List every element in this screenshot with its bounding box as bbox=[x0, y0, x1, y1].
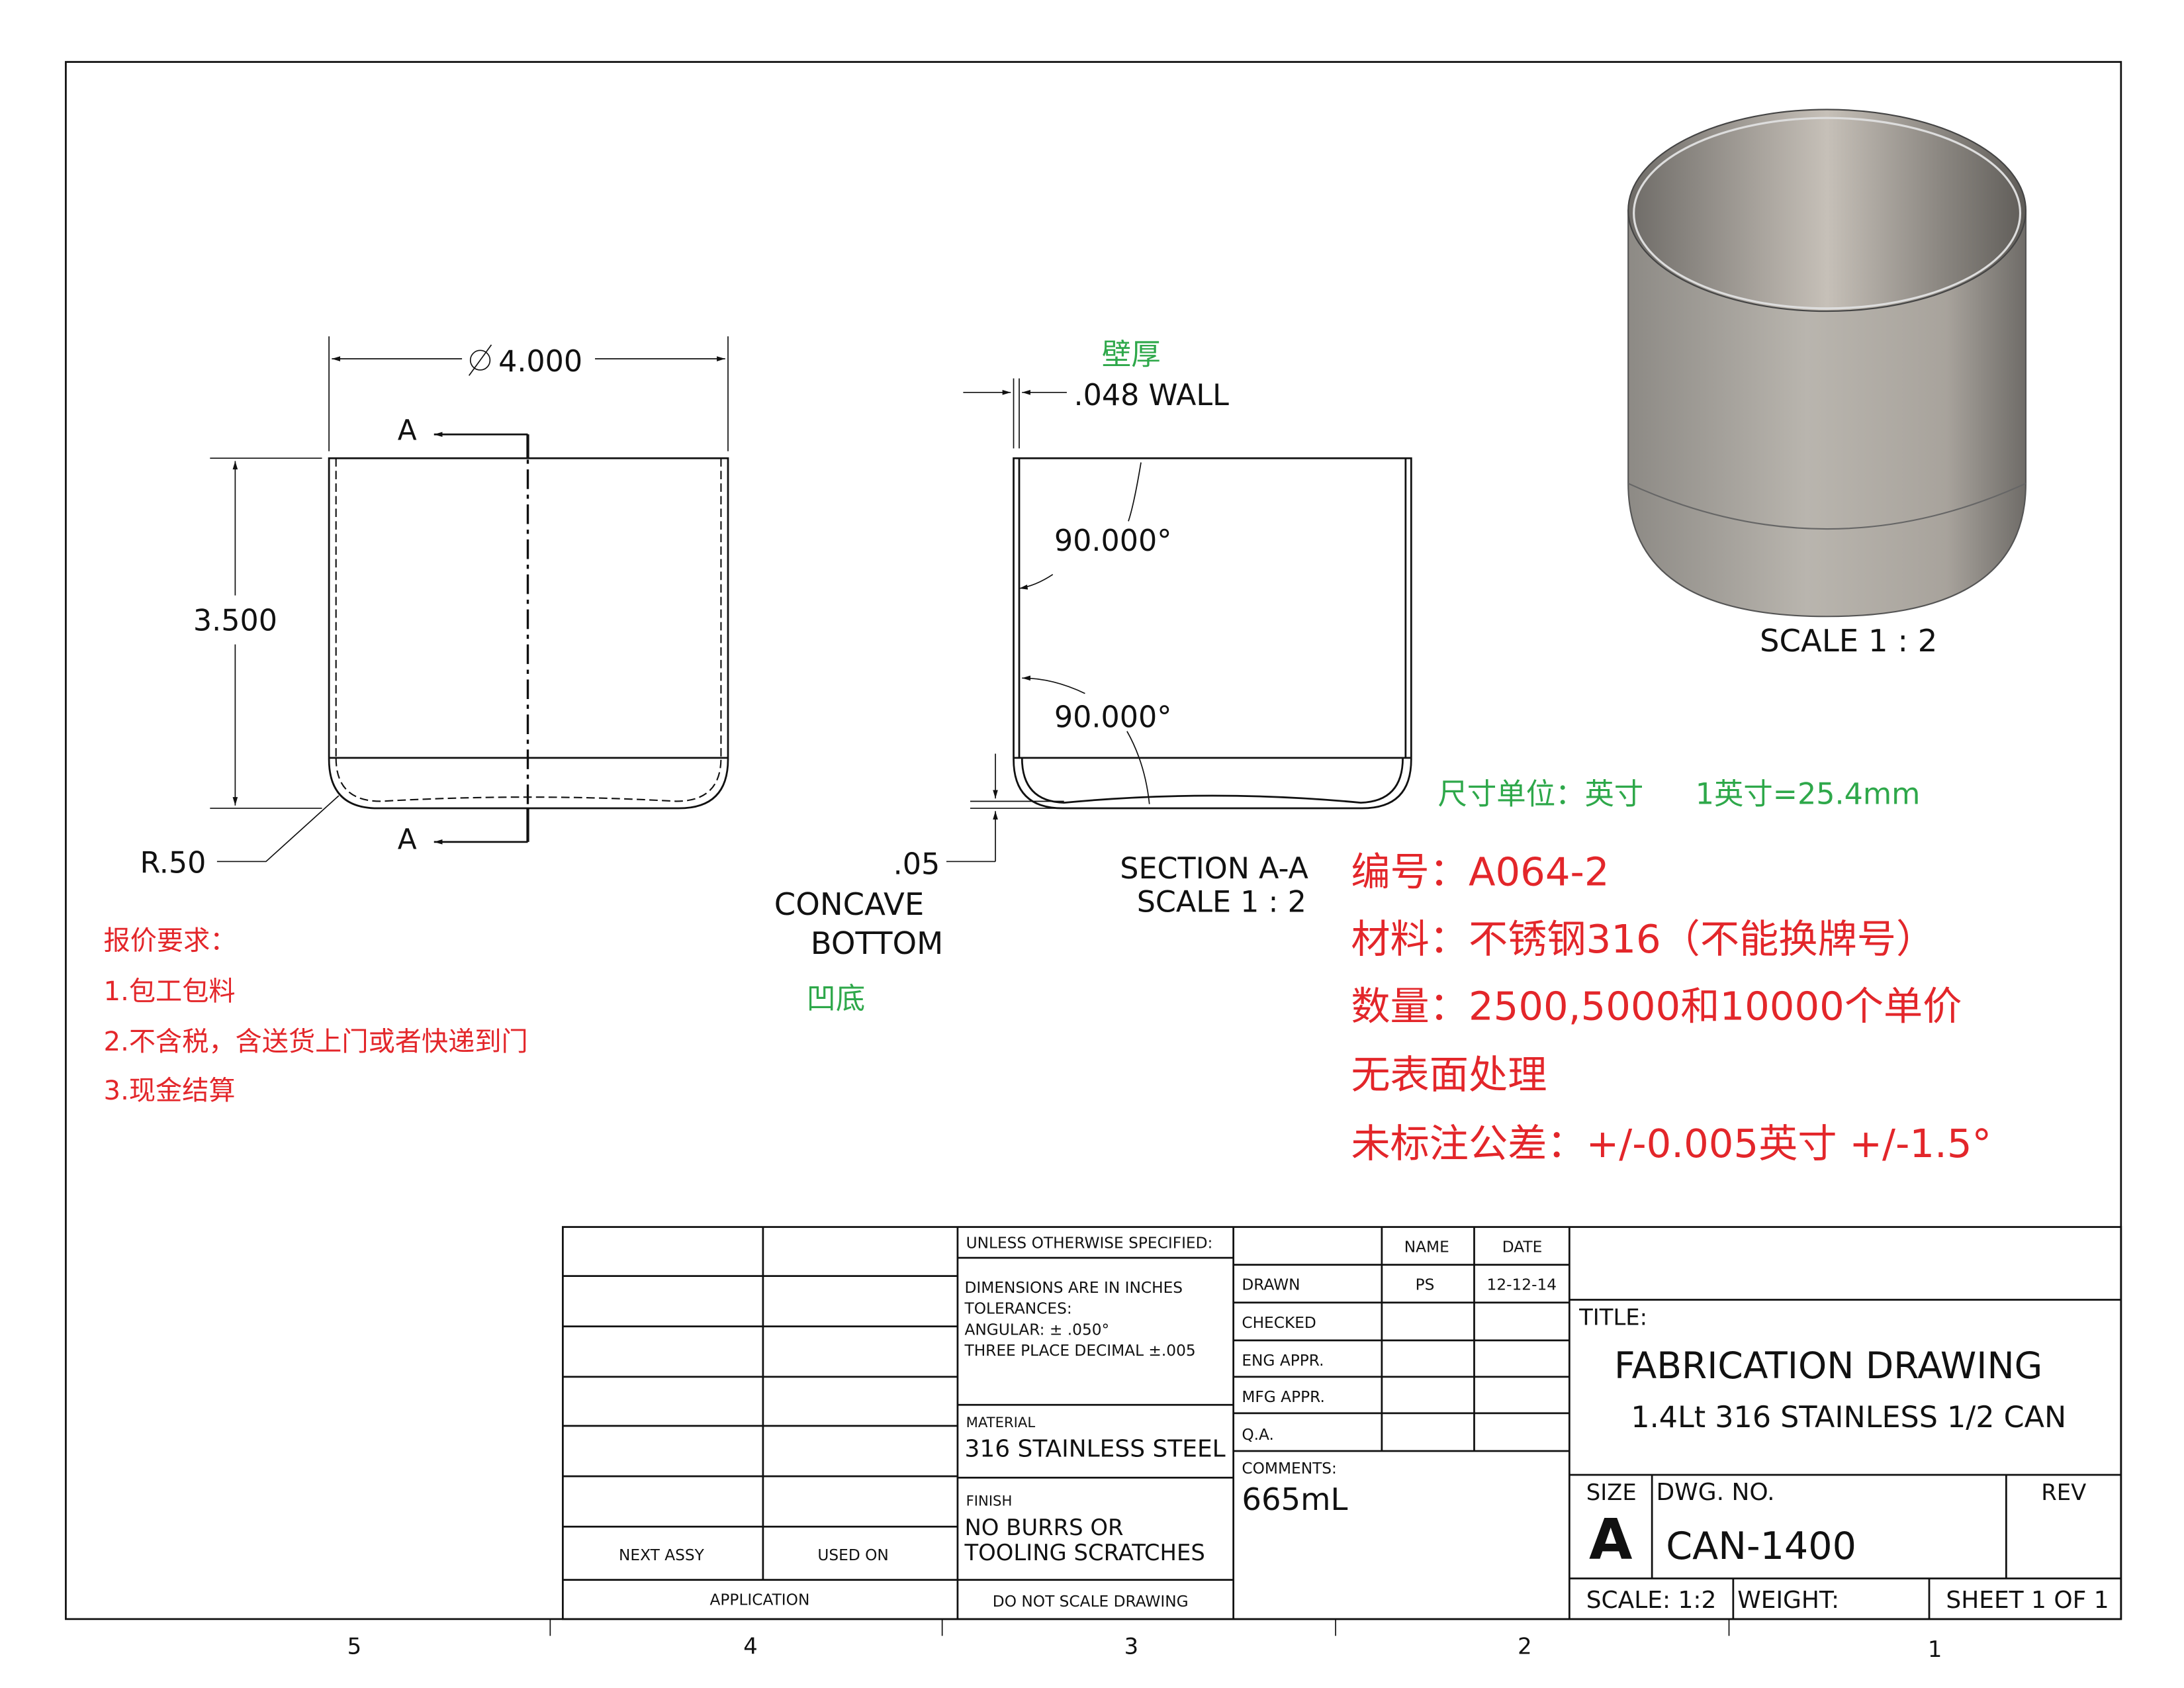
title-line2: 1.4Lt 316 STAINLESS 1/2 CAN bbox=[1631, 1401, 2066, 1434]
do-not-scale: DO NOT SCALE DRAWING bbox=[993, 1593, 1189, 1611]
dwg-no-label: DWG. NO. bbox=[1657, 1479, 1775, 1506]
tolerance-line: THREE PLACE DECIMAL ±.005 bbox=[964, 1342, 1196, 1360]
comments-value: 665mL bbox=[1242, 1481, 1347, 1517]
size-value: A bbox=[1589, 1507, 1633, 1572]
zone-1: 1 bbox=[1928, 1636, 1942, 1662]
unless-specified: UNLESS OTHERWISE SPECIFIED: bbox=[966, 1234, 1213, 1252]
sheet-value: SHEET 1 OF 1 bbox=[1946, 1587, 2109, 1614]
finish-value: NO BURRS OR bbox=[965, 1515, 1124, 1540]
iso-scale: SCALE 1 : 2 bbox=[1760, 623, 1937, 659]
spec-note: 无表面处理 bbox=[1351, 1052, 1547, 1098]
quote-item: 3.现金结算 bbox=[104, 1076, 236, 1106]
row-label: ENG APPR. bbox=[1242, 1352, 1324, 1370]
tolerance-line: TOLERANCES: bbox=[964, 1300, 1072, 1318]
units-note: 尺寸单位：英寸 bbox=[1438, 778, 1644, 812]
row-name: PS bbox=[1416, 1276, 1435, 1294]
wall-label-cn: 壁厚 bbox=[1102, 338, 1161, 371]
diameter-icon bbox=[469, 350, 491, 371]
row-label: DRAWN bbox=[1242, 1276, 1300, 1294]
isometric-can-view: SCALE 1 : 2 bbox=[1627, 109, 2027, 659]
title-label: TITLE: bbox=[1578, 1305, 1647, 1331]
spec-note: 材料：不锈钢316（不能换牌号） bbox=[1351, 916, 1935, 962]
spec-note: 未标注公差：+/-0.005英寸 +/-1.5° bbox=[1351, 1121, 1991, 1166]
row-label: MFG APPR. bbox=[1242, 1388, 1325, 1406]
comments-label: COMMENTS: bbox=[1242, 1460, 1337, 1477]
tolerance-line: DIMENSIONS ARE IN INCHES bbox=[965, 1279, 1183, 1297]
zone-2: 2 bbox=[1518, 1634, 1532, 1660]
section-label-bottom: A bbox=[398, 823, 417, 855]
concave-label-cn: 凹底 bbox=[806, 982, 865, 1016]
row-label: Q.A. bbox=[1242, 1426, 1274, 1444]
quote-heading: 报价要求： bbox=[104, 926, 237, 957]
zone-3: 3 bbox=[1124, 1634, 1139, 1660]
zone-4: 4 bbox=[743, 1634, 758, 1660]
angle-top: 90.000° bbox=[1054, 524, 1172, 558]
diameter-dimension: 4.000 bbox=[498, 345, 582, 379]
application-label: APPLICATION bbox=[710, 1591, 810, 1609]
rev-label: REV bbox=[2041, 1479, 2086, 1505]
finish-value: TOOLING SCRATCHES bbox=[964, 1540, 1205, 1566]
title-block: NEXT ASSY USED ON APPLICATION UNLESS OTH… bbox=[562, 1226, 2122, 1620]
quote-item: 1.包工包料 bbox=[104, 976, 236, 1007]
dwg-no-value: CAN-1400 bbox=[1666, 1524, 1856, 1568]
weight-label: WEIGHT: bbox=[1737, 1587, 1839, 1614]
date-header: DATE bbox=[1502, 1239, 1543, 1256]
material-value: 316 STAINLESS STEEL bbox=[965, 1435, 1226, 1462]
units-conversion: 1英寸=25.4mm bbox=[1696, 778, 1921, 812]
quote-item: 2.不含税，含送货上门或者快递到门 bbox=[104, 1027, 528, 1057]
row-label: CHECKED bbox=[1242, 1314, 1316, 1332]
zone-markers: 5 4 3 2 1 bbox=[347, 1618, 1942, 1662]
concave-value: .05 bbox=[893, 847, 940, 881]
spec-note: 编号：A064-2 bbox=[1351, 849, 1609, 894]
material-label: MATERIAL bbox=[966, 1414, 1036, 1430]
title-line1: FABRICATION DRAWING bbox=[1614, 1344, 2042, 1387]
section-label-top: A bbox=[398, 414, 417, 447]
finish-label: FINISH bbox=[966, 1493, 1013, 1509]
spec-note: 数量：2500,5000和10000个单价 bbox=[1351, 983, 1962, 1029]
next-assy-label: NEXT ASSY bbox=[619, 1546, 705, 1564]
height-dimension: 3.500 bbox=[193, 604, 277, 637]
concave-line1: CONCAVE bbox=[774, 886, 924, 922]
name-header: NAME bbox=[1404, 1239, 1449, 1256]
angle-bottom: 90.000° bbox=[1054, 700, 1172, 734]
section-scale: SCALE 1 : 2 bbox=[1137, 886, 1306, 919]
zone-5: 5 bbox=[347, 1634, 362, 1660]
used-on-label: USED ON bbox=[817, 1546, 888, 1564]
section-view: 壁厚 .048 WALL 90.000° 90.000° .05 CONCAVE… bbox=[774, 338, 1412, 1016]
front-view: A A 4.000 3.500 R.50 bbox=[140, 336, 729, 880]
wall-dimension: .048 WALL bbox=[1074, 379, 1230, 412]
radius-dimension: R.50 bbox=[140, 846, 206, 880]
quote-requirements: 报价要求： 1.包工包料 2.不含税，含送货上门或者快递到门 3.现金结算 bbox=[104, 926, 528, 1106]
section-title: SECTION A-A bbox=[1120, 852, 1308, 886]
size-label: SIZE bbox=[1586, 1479, 1637, 1505]
spec-notes: 编号：A064-2 材料：不锈钢316（不能换牌号） 数量：2500,5000和… bbox=[1351, 849, 1991, 1166]
scale-value: SCALE: 1:2 bbox=[1586, 1587, 1717, 1614]
concave-line2: BOTTOM bbox=[811, 925, 943, 961]
row-date: 12-12-14 bbox=[1487, 1276, 1557, 1294]
tolerance-line: ANGULAR: ± .050° bbox=[965, 1321, 1110, 1338]
